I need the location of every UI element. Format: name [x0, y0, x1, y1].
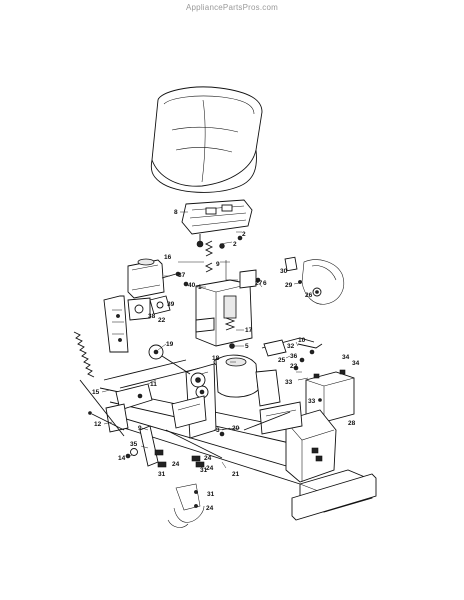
callout-22-tank: 22	[158, 317, 166, 324]
callout-24-b: 24	[204, 455, 212, 462]
callout-6: 6	[263, 280, 267, 287]
watermark-text: AppliancePartsPros.com	[186, 3, 278, 12]
left-swing-arm	[148, 344, 206, 388]
callout-16: 16	[164, 254, 172, 261]
callout-labels: 8 2 2 9 1 30 29 26 27 6 16 37 40 39 38 2…	[92, 209, 360, 512]
callout-1: 1	[198, 284, 202, 291]
callout-26: 26	[305, 292, 313, 299]
control-rod-group	[261, 337, 323, 371]
bottom-detail-bracket	[167, 483, 205, 528]
seat-pan-assembly	[181, 199, 253, 249]
callout-33-battery: 33	[308, 398, 316, 405]
callout-24-a: 24	[172, 461, 180, 468]
callout-28: 28	[348, 420, 356, 427]
left-spring-rod	[73, 331, 125, 437]
callout-35: 35	[130, 441, 138, 448]
callout-31-b: 31	[200, 467, 208, 474]
callout-9-spring: 9	[216, 261, 220, 268]
callout-37: 37	[178, 272, 186, 279]
callout-27: 27	[255, 280, 263, 287]
callout-8: 8	[174, 209, 178, 216]
seat-cushion	[150, 86, 263, 193]
leader-lines	[101, 211, 302, 469]
callout-3: 3	[216, 427, 220, 434]
callout-21: 21	[232, 471, 240, 478]
right-latch-bushings	[311, 447, 323, 462]
callout-22-center: 22	[290, 363, 298, 370]
pedestal-column	[195, 269, 261, 347]
callout-11: 11	[150, 381, 157, 388]
callout-2-lower: 2	[233, 241, 237, 248]
callout-38: 38	[148, 313, 156, 320]
switch-plate-group	[284, 256, 344, 305]
fuel-tank-assembly	[103, 258, 189, 353]
callout-17: 17	[245, 327, 253, 334]
callout-24-c: 24	[206, 465, 214, 472]
callout-20: 20	[232, 425, 240, 432]
callout-31-a: 31	[158, 471, 166, 478]
mower-frame	[99, 354, 377, 521]
callout-18: 18	[212, 355, 220, 362]
callout-40: 40	[188, 282, 196, 289]
callout-5: 5	[245, 343, 249, 350]
callout-32: 32	[287, 343, 295, 350]
callout-36: 36	[290, 353, 298, 360]
callout-25: 25	[278, 357, 286, 364]
callout-39: 39	[167, 301, 175, 308]
callout-34-b: 34	[352, 360, 360, 367]
callout-14: 14	[118, 455, 126, 462]
callout-9-lever: 9	[138, 425, 142, 432]
callout-15: 15	[92, 389, 100, 396]
brake-lever-group	[125, 425, 241, 468]
callout-30: 30	[280, 268, 288, 275]
callout-33: 33	[285, 379, 293, 386]
callout-29: 29	[285, 282, 293, 289]
callout-31-c: 31	[207, 491, 215, 498]
callout-10: 10	[298, 337, 306, 344]
callout-12: 12	[94, 421, 102, 428]
callout-24-d: 24	[206, 505, 214, 512]
callout-34-a: 34	[342, 354, 350, 361]
callout-2-right: 2	[242, 231, 246, 238]
callout-19: 19	[166, 341, 174, 348]
